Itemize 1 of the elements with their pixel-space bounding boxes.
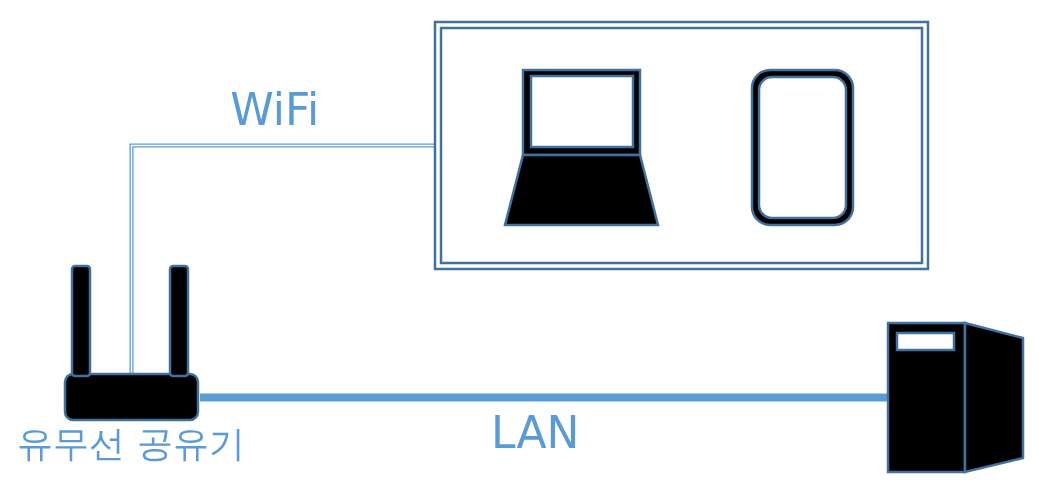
device-caption: 유무선 공유기 xyxy=(16,426,246,462)
